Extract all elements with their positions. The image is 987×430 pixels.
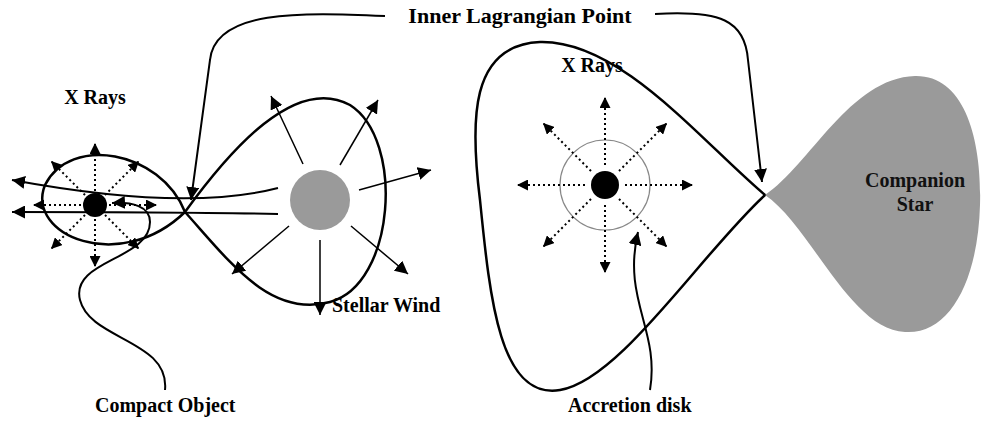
leader-line — [634, 232, 652, 390]
stellar-wind-arrow — [340, 100, 378, 165]
roche-lobe — [475, 42, 765, 391]
x-ray-arrow — [94, 143, 96, 191]
roche-lobes — [42, 98, 385, 305]
x-ray-arrow — [105, 161, 139, 195]
x-ray-arrow — [51, 215, 85, 249]
x-ray-arrow — [619, 199, 667, 247]
companion-star: Companion Star — [765, 70, 987, 340]
roche-lobes — [185, 98, 386, 305]
node-label: Companion Star — [853, 168, 977, 216]
roche-lobes — [42, 155, 185, 244]
stellar-wind-arrow — [351, 226, 408, 274]
emission-label: X Rays — [561, 54, 623, 77]
x-ray-arrow — [517, 97, 693, 273]
leader-line — [191, 14, 385, 200]
callout-label: Inner Lagrangian Point — [408, 3, 631, 28]
emission-label: X Rays — [64, 86, 126, 109]
x-ray-arrow — [543, 123, 591, 171]
x-ray-arrow — [94, 219, 96, 267]
x-ray-arrow — [33, 204, 81, 206]
callout-label: Accretion disk — [568, 394, 692, 417]
compact-object — [591, 171, 619, 199]
x-ray-arrow — [604, 97, 606, 165]
stellar-wind-arrow — [319, 240, 321, 315]
compact-object — [83, 193, 107, 217]
leader-line — [79, 13, 762, 390]
x-ray-arrow — [625, 184, 693, 186]
leader-line — [655, 13, 762, 182]
x-ray-arrow — [517, 184, 585, 186]
donor-star — [290, 170, 350, 230]
stellar-wind-arrow — [232, 226, 289, 274]
x-ray-arrow — [619, 123, 667, 171]
x-ray-arrow — [604, 205, 606, 273]
wind-flow-arrow — [12, 180, 278, 198]
stellar-wind-arrow — [359, 170, 431, 190]
x-ray-arrow — [105, 215, 139, 249]
stellar-wind-arrow — [271, 96, 303, 164]
leader-line — [79, 203, 165, 390]
callout-label: Stellar Wind — [332, 294, 440, 317]
star-shape — [765, 76, 980, 332]
x-ray-arrow — [51, 161, 85, 195]
callout-label: Compact Object — [95, 394, 236, 417]
star-outline — [765, 70, 987, 340]
wind-flow-arrow — [12, 212, 278, 214]
x-ray-arrow — [543, 199, 591, 247]
x-ray-arrow — [33, 143, 157, 267]
stellar-wind-arrow — [232, 96, 431, 315]
